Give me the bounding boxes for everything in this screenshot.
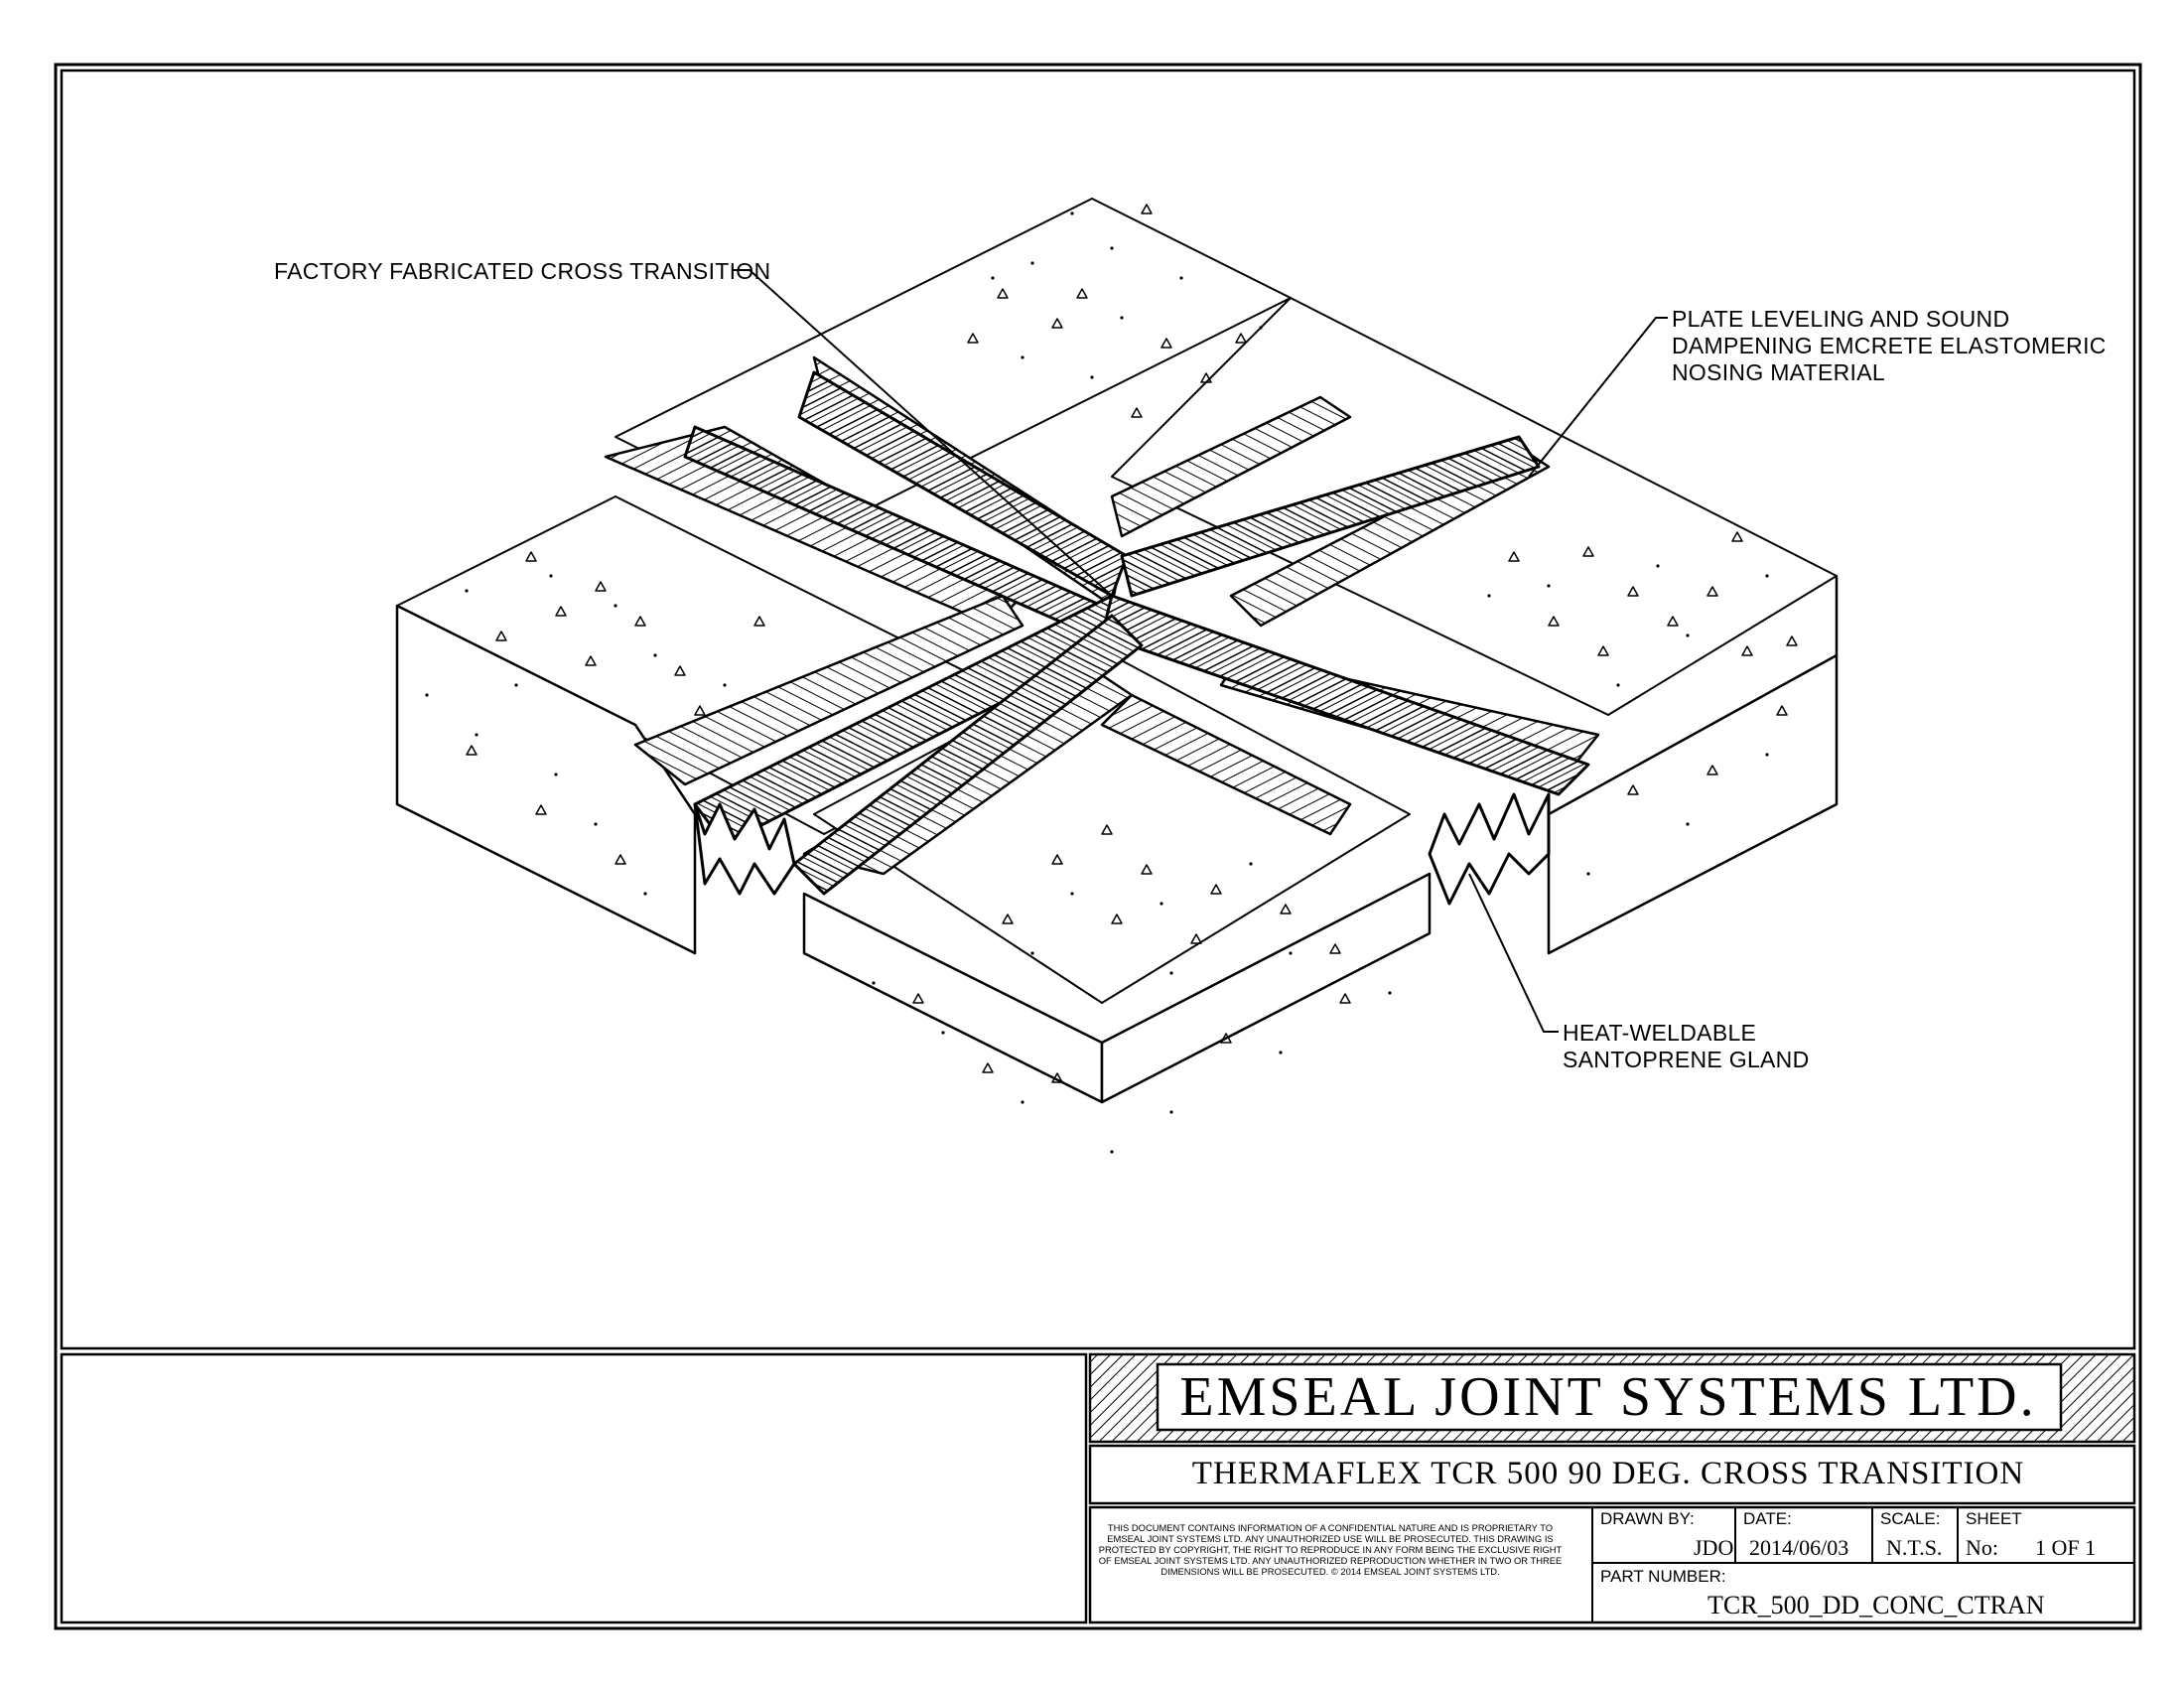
notes-box [60,1352,1088,1624]
gland-arm-south [792,614,1144,896]
date-value: 2014/06/03 [1749,1535,1849,1560]
callout-nosing-line3: NOSING MATERIAL [1672,359,1885,385]
date-label: DATE: [1743,1509,1792,1528]
info-box [1088,1505,2136,1624]
gland-profile-east [1428,792,1551,906]
slab-east-front-face [1547,653,1839,955]
sheet-label: SHEET [1966,1509,2022,1528]
concrete-sand-dots [425,211,1769,1154]
drawing-title: THERMAFLEX TCR 500 90 DEG. CROSS TRANSIT… [1191,1456,2025,1491]
nosing-north-east [1110,395,1352,538]
callout-nosing-line1: PLATE LEVELING AND SOUND [1672,306,2010,332]
slab-west-front-face [395,604,697,955]
confidentiality-notice: THIS DOCUMENT CONTAINS INFORMATION OF A … [1098,1522,1563,1577]
isometric-cross-transition [395,198,1839,1154]
title-block [60,1352,2136,1624]
leader-lines [733,269,1668,1033]
drawn-by-label: DRAWN BY: [1600,1509,1695,1528]
part-number-label: PART NUMBER: [1600,1567,1726,1586]
leader-nosing [1528,317,1668,478]
callout-nosing-line2: DAMPENING EMCRETE ELASTOMERIC [1672,333,2107,358]
nosing-south-east [1100,693,1352,836]
sheet-value: 1 OF 1 [2035,1535,2097,1560]
concrete-aggregate-marks [466,204,1798,1083]
leader-cross-transition [733,269,1113,597]
company-name: EMSEAL JOINT SYSTEMS LTD. [1179,1366,2037,1428]
callout-cross-transition: FACTORY FABRICATED CROSS TRANSITION [274,258,771,284]
title-box [1088,1444,2136,1505]
gland-arm-east [1120,435,1541,598]
drawn-by-value: JDO [1694,1535,1734,1560]
callout-gland-line1: HEAT-WELDABLE [1563,1020,1757,1046]
gland-profile-west [693,802,796,896]
leader-gland [1468,873,1559,1033]
part-number-value: TCR_500_DD_CONC_CTRAN [1707,1591,2045,1619]
scale-value: N.T.S. [1886,1535,1943,1560]
company-name-panel [1156,1362,2063,1432]
nosing-west-south [633,594,1024,786]
callout-gland-line2: SANTOPRENE GLAND [1563,1047,1810,1072]
drawing-area-border [60,69,2136,1350]
sheet-no-label: No: [1966,1535,1998,1560]
slab-south-side-face [1100,872,1432,1104]
sheet-border-outer [54,63,2142,1630]
scale-label: SCALE: [1880,1509,1941,1528]
